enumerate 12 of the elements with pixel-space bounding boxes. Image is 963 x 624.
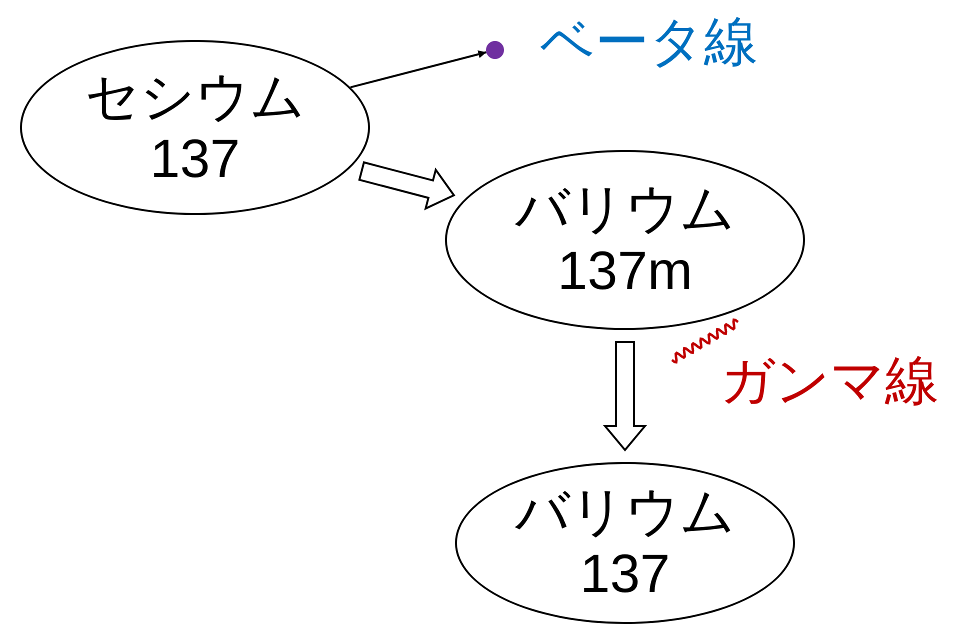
dot xyxy=(486,41,504,59)
mass-number: 137 xyxy=(150,128,240,190)
mass-number: 137 xyxy=(580,543,670,605)
hollow-arrow xyxy=(358,161,456,210)
arrow xyxy=(350,50,487,88)
element-name: バリウム xyxy=(515,178,735,240)
hollow-arrow xyxy=(602,341,648,452)
element-name: セシウム xyxy=(85,66,305,128)
element-name: バリウム xyxy=(515,481,735,543)
beta-ray-label: ベータ線 xyxy=(540,11,758,73)
gamma-ray-label: ガンマ線 xyxy=(720,350,939,412)
mass-number: 137m xyxy=(557,240,693,302)
